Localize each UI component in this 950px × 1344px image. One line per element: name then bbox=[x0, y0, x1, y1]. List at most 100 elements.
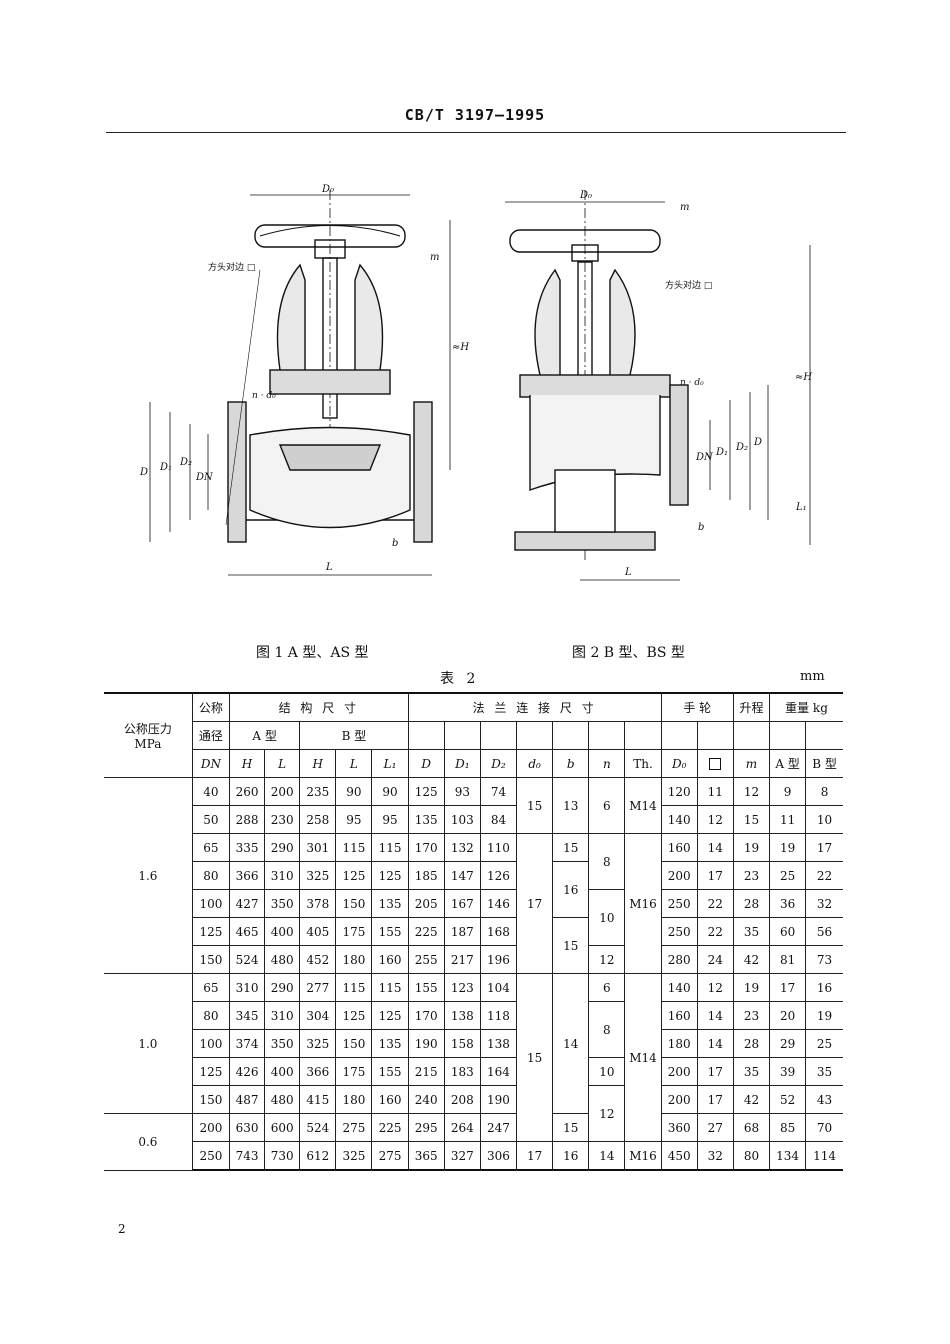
table-title: 表 2 bbox=[440, 671, 480, 687]
cell-d0: 17 bbox=[516, 833, 554, 974]
header-col-weight-a: A 型 bbox=[769, 749, 807, 778]
cell-l: 200 bbox=[264, 777, 301, 806]
cell-d1: 132 bbox=[443, 833, 481, 862]
cell-n: 12 bbox=[588, 1085, 626, 1142]
cell-sq: 12 bbox=[696, 805, 734, 834]
cell-th: M16 bbox=[624, 1141, 662, 1171]
cell-h: 465 bbox=[228, 917, 266, 946]
fig2-label-L: L bbox=[624, 567, 632, 578]
cell-b: 14 bbox=[552, 973, 590, 1114]
cell-h: 310 bbox=[228, 973, 266, 1002]
figure-1-caption: 图 1 A 型、AS 型 bbox=[256, 645, 369, 661]
cell-wa: 134 bbox=[769, 1141, 807, 1171]
cell-d1: 167 bbox=[443, 889, 481, 918]
header-dn-l3: DN bbox=[191, 749, 230, 778]
cell-h: 630 bbox=[228, 1113, 266, 1142]
cell-d2: 84 bbox=[479, 805, 518, 834]
square-symbol-icon bbox=[709, 758, 722, 770]
fig2-label-h: ≈H bbox=[795, 372, 812, 383]
cell-d2: 138 bbox=[479, 1029, 518, 1058]
cell-sq: 14 bbox=[696, 1029, 734, 1058]
cell-d0: 250 bbox=[660, 917, 698, 946]
cell-hb: 235 bbox=[299, 777, 337, 806]
cell-d: 190 bbox=[407, 1029, 445, 1058]
cell-d2: 306 bbox=[479, 1141, 518, 1171]
header-col-d2: D₂ bbox=[479, 749, 518, 778]
document-header: CB/T 3197—1995 bbox=[404, 106, 546, 124]
cell-wa: 29 bbox=[769, 1029, 807, 1058]
cell-wa: 36 bbox=[769, 889, 807, 918]
cell-lb: 125 bbox=[335, 861, 373, 890]
header-pressure: 公称压力 MPa bbox=[104, 692, 193, 778]
cell-d1: 327 bbox=[443, 1141, 481, 1171]
cell-d0: 200 bbox=[660, 861, 698, 890]
cell-hb: 277 bbox=[299, 973, 337, 1002]
cell-d2: 110 bbox=[479, 833, 518, 862]
cell-l: 310 bbox=[264, 861, 301, 890]
header-col-square bbox=[696, 749, 734, 778]
cell-hb: 325 bbox=[299, 1029, 337, 1058]
cell-wb: 16 bbox=[805, 973, 843, 1002]
cell-dn: 200 bbox=[191, 1113, 230, 1142]
fig1-label-D2: D₂ bbox=[179, 457, 192, 468]
cell-l1: 115 bbox=[371, 973, 409, 1002]
cell-b: 13 bbox=[552, 777, 590, 834]
cell-sq: 22 bbox=[696, 889, 734, 918]
cell-l1: 95 bbox=[371, 805, 409, 834]
fig2-label-square-head: 方头对边 □ bbox=[665, 279, 712, 291]
fig2-label-d0: D₀ bbox=[579, 190, 592, 201]
header-col-d0-wheel: D₀ bbox=[660, 749, 698, 778]
cell-dn: 150 bbox=[191, 945, 230, 974]
cell-wb: 10 bbox=[805, 805, 843, 834]
cell-l: 480 bbox=[264, 1085, 301, 1114]
cell-wa: 52 bbox=[769, 1085, 807, 1114]
cell-d0: 450 bbox=[660, 1141, 698, 1171]
cell-sq: 11 bbox=[696, 777, 734, 806]
cell-m: 35 bbox=[732, 917, 771, 946]
cell-hb: 258 bbox=[299, 805, 337, 834]
cell-sq: 17 bbox=[696, 861, 734, 890]
cell-n: 14 bbox=[588, 1141, 626, 1171]
cell-b: 15 bbox=[552, 1113, 590, 1142]
header-col-l1: L₁ bbox=[371, 749, 409, 778]
cell-h: 288 bbox=[228, 805, 266, 834]
cell-m: 23 bbox=[732, 861, 771, 890]
cell-d0: 180 bbox=[660, 1029, 698, 1058]
cell-l: 290 bbox=[264, 833, 301, 862]
cell-hb: 366 bbox=[299, 1057, 337, 1086]
cell-pressure: 1.0 bbox=[104, 973, 193, 1114]
cell-d: 240 bbox=[407, 1085, 445, 1114]
cell-dn: 125 bbox=[191, 917, 230, 946]
cell-d: 155 bbox=[407, 973, 445, 1002]
cell-sq: 17 bbox=[696, 1057, 734, 1086]
cell-dn: 40 bbox=[191, 777, 230, 806]
cell-d0: 15 bbox=[516, 973, 554, 1142]
cell-b: 15 bbox=[552, 833, 590, 862]
cell-pressure: 1.6 bbox=[104, 777, 193, 974]
cell-m: 68 bbox=[732, 1113, 771, 1142]
cell-d2: 247 bbox=[479, 1113, 518, 1142]
fig1-label-d0: D₀ bbox=[321, 184, 334, 195]
cell-h: 374 bbox=[228, 1029, 266, 1058]
cell-l: 350 bbox=[264, 1029, 301, 1058]
cell-d1: 93 bbox=[443, 777, 481, 806]
cell-dn: 65 bbox=[191, 833, 230, 862]
cell-h: 426 bbox=[228, 1057, 266, 1086]
cell-d2: 168 bbox=[479, 917, 518, 946]
cell-d0: 250 bbox=[660, 889, 698, 918]
cell-wb: 19 bbox=[805, 1001, 843, 1030]
cell-l1: 125 bbox=[371, 861, 409, 890]
cell-d1: 217 bbox=[443, 945, 481, 974]
cell-hb: 415 bbox=[299, 1085, 337, 1114]
fig2-label-b: b bbox=[698, 522, 704, 533]
header-rule bbox=[106, 132, 846, 133]
fig2-label-dn: DN bbox=[695, 452, 714, 463]
cell-l1: 225 bbox=[371, 1113, 409, 1142]
cell-wa: 11 bbox=[769, 805, 807, 834]
cell-hb: 301 bbox=[299, 833, 337, 862]
cell-sq: 24 bbox=[696, 945, 734, 974]
